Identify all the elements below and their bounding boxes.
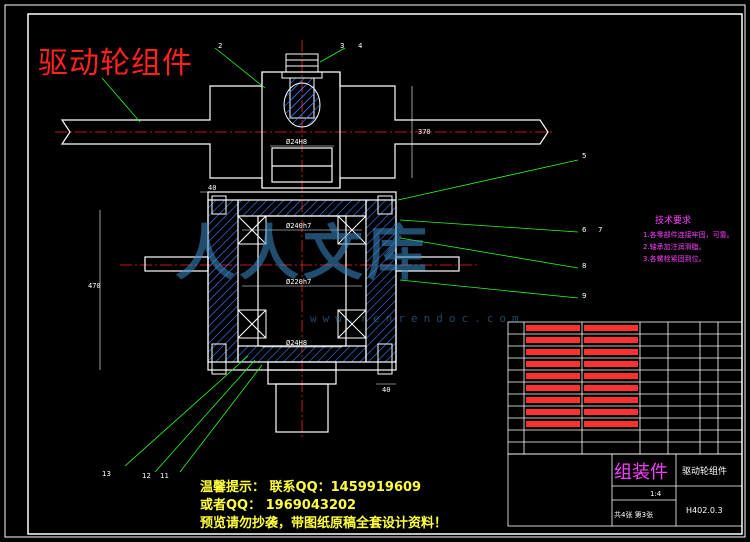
dim-shaft-bore: Ø24H8 xyxy=(286,138,308,146)
note-line-2: 或者QQ： 1969043202 xyxy=(200,498,357,513)
inner-frame xyxy=(27,13,743,535)
tech-requirement-3: 3.各螺栓紧固到位。 xyxy=(643,255,706,263)
dim-bearing-outer: Ø240h7 xyxy=(286,222,312,230)
watermark-url: www.renrendoc.com xyxy=(310,312,525,325)
callout-9: 9 xyxy=(582,292,587,300)
callout-12: 12 xyxy=(142,472,151,480)
dim-housing-height: 470 xyxy=(88,282,101,290)
callout-7: 7 xyxy=(598,226,603,234)
callout-6: 6 xyxy=(582,226,587,234)
title-block-rows xyxy=(526,325,638,427)
dim-hub-height: 370 xyxy=(418,128,431,136)
note-line-1: 温馨提示： 联系QQ：1459919609 xyxy=(200,480,422,495)
drawing-title: 驱动轮组件 xyxy=(38,46,193,81)
title-block-drawing-no: H402.0.3 xyxy=(686,506,723,515)
tech-requirement-1: 1.各零部件连接牢固，可靠。 xyxy=(643,231,734,239)
title-block-name: 驱动轮组件 xyxy=(682,467,728,477)
callout-13: 13 xyxy=(102,470,111,478)
note-line-3: 预览请勿抄袭，带图纸原稿全套设计资料！ xyxy=(200,516,448,531)
callout-11: 11 xyxy=(160,472,169,480)
bolt-seat xyxy=(283,82,321,128)
dim-offset-top: 40 xyxy=(208,184,217,192)
callout-3: 3 xyxy=(340,42,345,50)
title-block-scale: 1:4 xyxy=(650,490,662,498)
drive-hub xyxy=(60,71,549,189)
tech-requirements-title: 技术要求 xyxy=(655,216,692,226)
leader-lines xyxy=(101,47,579,473)
dim-bearing-inner: Ø220h7 xyxy=(286,278,312,286)
title-block xyxy=(507,321,743,527)
housing xyxy=(144,191,460,371)
callout-5: 5 xyxy=(582,152,587,160)
tech-requirement-2: 2.轴承加注润滑脂。 xyxy=(643,243,706,251)
callout-8: 8 xyxy=(582,262,587,270)
title-block-sheet: 共4张 第3张 xyxy=(614,511,654,519)
output-shaft xyxy=(267,361,337,433)
dimension-lines xyxy=(99,86,413,385)
callout-4: 4 xyxy=(358,42,363,50)
housing-screws xyxy=(211,195,393,375)
callout-2: 2 xyxy=(218,42,223,50)
lower-bearing xyxy=(237,309,367,339)
watermark: 人人文库 xyxy=(175,219,431,289)
title-block-type: 组装件 xyxy=(614,462,668,483)
dim-offset-bottom: 40 xyxy=(382,386,391,394)
drawing-frame xyxy=(4,4,746,538)
dim-lower-bore: Ø24H8 xyxy=(286,339,308,347)
